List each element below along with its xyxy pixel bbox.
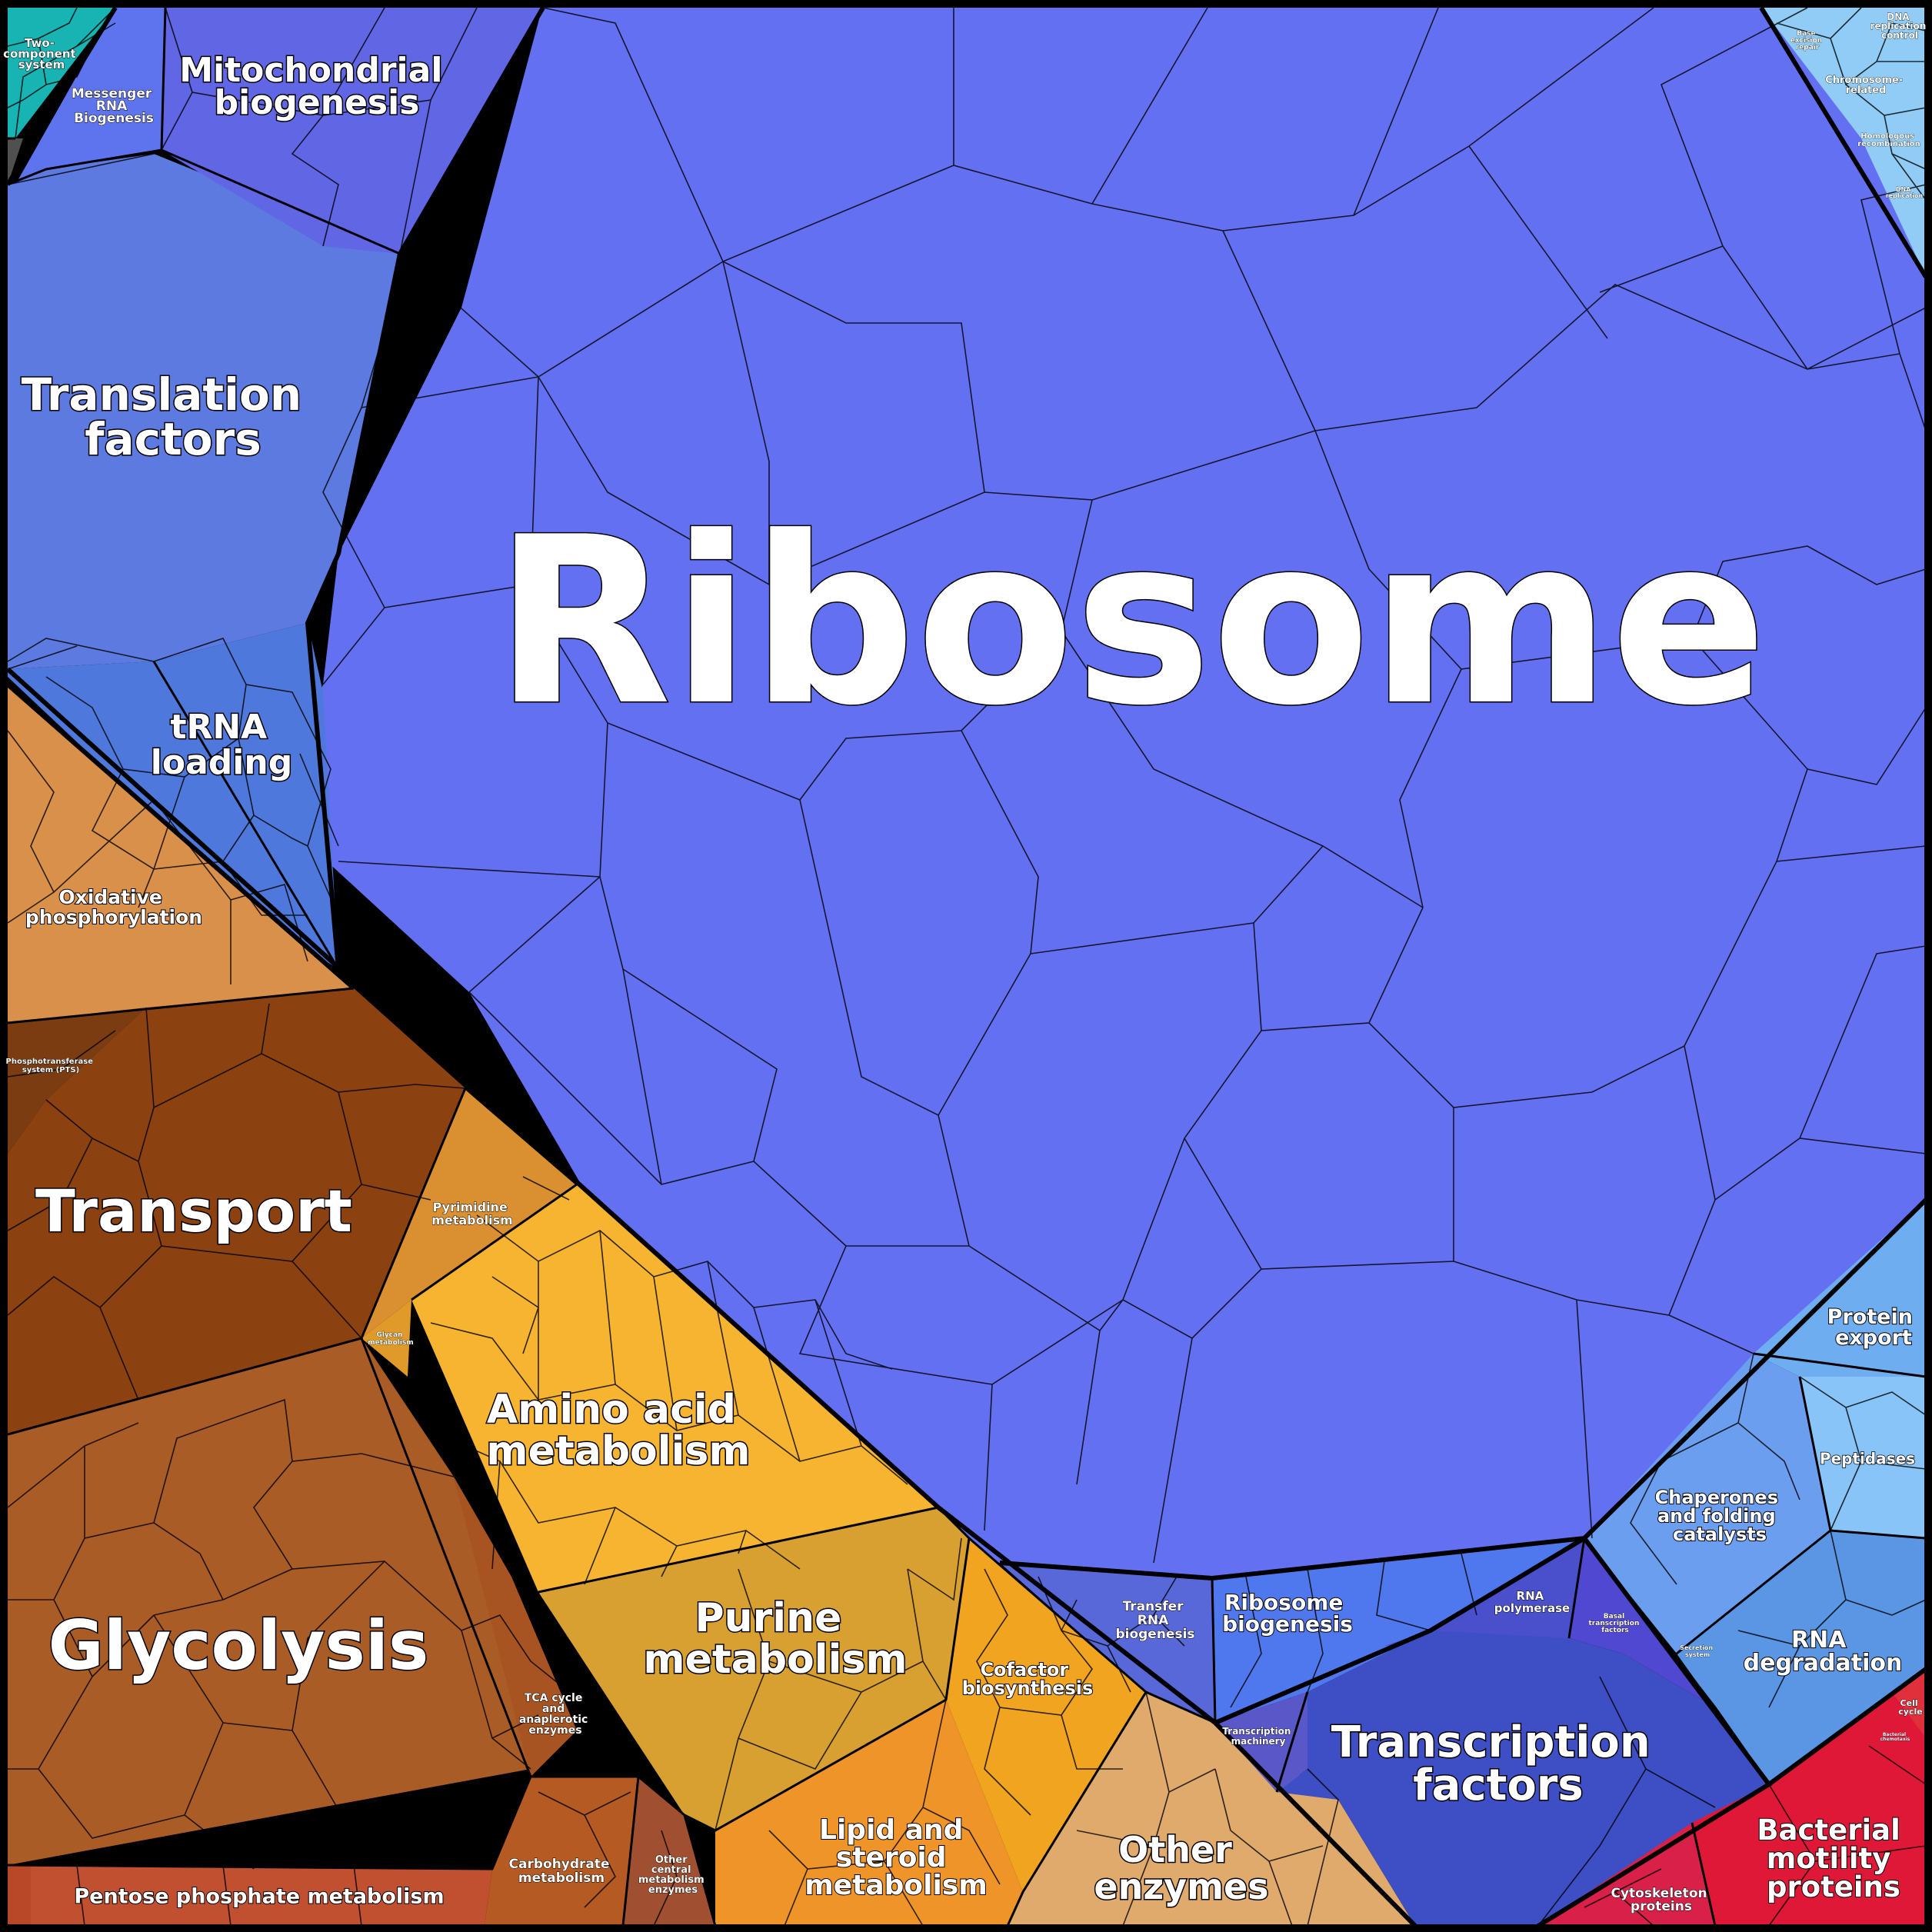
label-glycan: Glycan metabolism	[368, 1331, 413, 1347]
label-cofactor: Cofactor biosynthesis	[962, 1659, 1094, 1699]
label-oxidative-phosphorylation: Oxidative phosphorylation	[25, 886, 202, 928]
label-purine: Purine metabolism	[643, 1595, 907, 1683]
label-translation-factors: Translation factors	[22, 368, 318, 465]
region-dna-cluster[interactable]	[1761, 8, 1926, 277]
label-other-enzymes: Other enzymes	[1094, 1829, 1268, 1907]
label-pentose-phosphate: Pentose phosphate metabolism	[74, 1885, 444, 1909]
label-ribosome: Ribosome	[494, 488, 1767, 756]
label-messenger-rna: Messenger RNA Biogenesis	[72, 86, 156, 126]
region-peptidases[interactable]	[1800, 1377, 1926, 1538]
region-oxidative-phosphorylation[interactable]	[8, 685, 354, 1023]
label-mitochondrial-biogenesis: Mitochondrial biogenesis	[179, 51, 454, 122]
label-transcription-machinery: Transcription machinery	[1222, 1726, 1294, 1747]
label-translation-factors-line2: factors	[85, 413, 261, 465]
region-transcription-factors[interactable]	[1277, 1631, 1769, 1926]
label-cytoskeleton: Cytoskeleton proteins	[1611, 1886, 1711, 1914]
region-glycan[interactable]	[361, 1300, 411, 1377]
label-mito-line2: biogenesis	[215, 83, 420, 122]
label-secretion: Secretion system	[1680, 1644, 1715, 1658]
label-transcription-factors: Transcription factors	[1331, 1717, 1666, 1810]
region-messenger-rna[interactable]	[15, 8, 165, 185]
region-misc-grey[interactable]	[8, 138, 23, 185]
region-misc-small-left[interactable]	[8, 1865, 31, 1926]
label-translation-factors-line1: Translation	[22, 368, 302, 421]
ribosome-fill	[277, 8, 1926, 1578]
region-rna-polymerase[interactable]	[1384, 1538, 1584, 1646]
region-lipid[interactable]	[715, 1700, 1023, 1926]
region-pentose-phosphate[interactable]	[31, 1865, 492, 1926]
label-ribosome-biogenesis: Ribosome biogenesis	[1222, 1590, 1353, 1637]
label-bacterial-chemotaxis: Bacterial chemotaxis	[1880, 1732, 1910, 1742]
label-tca: TCA cycle and anaplerotic enzymes	[519, 1692, 591, 1737]
region-ribosome[interactable]	[277, 8, 1926, 1578]
label-dna-replication-control: DNA replication control	[1870, 12, 1930, 41]
region-translation-factors[interactable]	[8, 154, 400, 669]
region-trna-loading[interactable]	[8, 623, 338, 969]
region-other-central[interactable]	[623, 1777, 715, 1926]
label-amino-acid: Amino acid metabolism	[486, 1387, 750, 1474]
region-amino-acid[interactable]	[411, 1184, 938, 1592]
labels: Ribosome Translation factors tRNA loadin…	[3, 11, 1930, 1914]
label-peptidases: Peptidases	[1820, 1450, 1915, 1468]
region-glycolysis[interactable]	[8, 1338, 531, 1865]
label-basal-tf: Basal transcription factors	[1589, 1613, 1642, 1634]
label-cell-cycle: Cell cycle	[1898, 1698, 1922, 1717]
label-glycolysis: Glycolysis	[48, 1606, 429, 1685]
label-other-central: Other central metabolism enzymes	[638, 1854, 708, 1896]
region-other-enzymes[interactable]	[1008, 1692, 1415, 1926]
label-homologous-recombination: Homologous recombination	[1857, 132, 1920, 148]
label-transfer-rna: Transfer RNA biogenesis	[1115, 1599, 1194, 1642]
label-chaperones: Chaperones and folding catalysts	[1655, 1487, 1785, 1545]
label-pyrimidine: Pyrimidine metabolism	[431, 1200, 513, 1227]
label-trna-loading: tRNA loading	[151, 708, 292, 782]
region-purine[interactable]	[538, 1507, 969, 1830]
label-trna-loading-line2: loading	[151, 743, 292, 782]
label-transport: Transport	[35, 1177, 352, 1245]
region-bacterial-motility[interactable]	[1692, 1669, 1926, 1926]
label-dna-replication: DNA replication	[1886, 186, 1924, 199]
label-lipid: Lipid and steroid metabolism	[804, 1814, 988, 1901]
region-mitochondrial-biogenesis[interactable]	[115, 8, 543, 254]
region-carbohydrate[interactable]	[485, 1777, 638, 1926]
label-phosphotransferase: Phosphotransferase system (PTS)	[6, 1058, 96, 1074]
region-transport[interactable]	[8, 988, 465, 1434]
region-pyrimidine[interactable]	[361, 1088, 577, 1338]
region-tca[interactable]	[454, 1477, 577, 1777]
region-phosphotransferase[interactable]	[8, 1008, 146, 1154]
region-cofactor[interactable]	[946, 1538, 1146, 1892]
label-trna-loading-line1: tRNA	[170, 708, 267, 747]
label-carbohydrate: Carbohydrate metabolism	[509, 1857, 615, 1886]
cell-borders	[7, 7, 1927, 1927]
region-two-component[interactable]	[8, 8, 115, 138]
label-protein-export: Protein export	[1827, 1305, 1920, 1350]
label-rna-degradation: RNA degradation	[1744, 1627, 1903, 1677]
region-ribosome-biogenesis[interactable]	[1212, 1538, 1584, 1723]
label-base-excision: Base excision repair	[1790, 30, 1825, 52]
label-rna-polymerase: RNA polymerase	[1494, 1589, 1570, 1615]
region-rna-degradation[interactable]	[1677, 1531, 1926, 1784]
label-chromosome-related: Chromosome- related	[1825, 75, 1907, 96]
subgroup-borders	[7, 7, 1927, 1927]
label-two-component: Two- component system	[3, 36, 80, 72]
label-bacterial-motility: Bacterial motility proteins	[1757, 1814, 1910, 1904]
label-mito-line1: Mitochondrial	[179, 51, 442, 90]
